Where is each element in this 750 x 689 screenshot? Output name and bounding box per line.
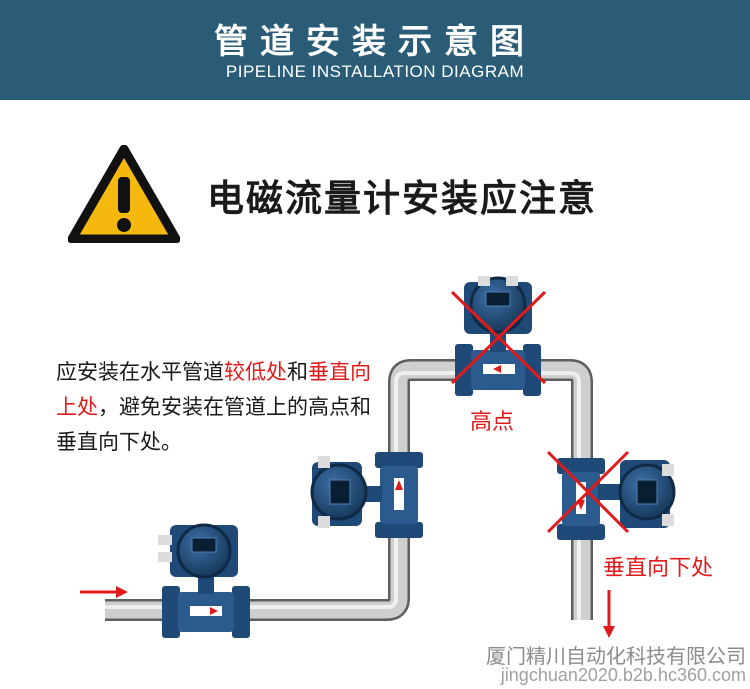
flow-out-arrow [603,590,615,638]
flowmeter-vertical-up [310,452,423,538]
warning-triangle-icon [67,144,181,244]
pipe-outline [105,359,593,621]
note-text-1: 应安装在水平管道 [56,360,224,384]
flowmeter-horizontal-low [158,523,250,638]
watermark-url: jingchuan2020.b2b.hc360.com [500,665,746,685]
label-vertical-down: 垂直向下处 [603,556,714,581]
page-title: 管道安装示意图 [214,22,536,62]
header-bar: 管道安装示意图 PIPELINE INSTALLATION DIAGRAM [0,0,750,100]
label-high-point: 高点 [470,410,515,435]
page-subtitle: PIPELINE INSTALLATION DIAGRAM [225,62,525,81]
note-text-3: ，避免安装在管道上的高点和垂直向下处。 [56,395,371,454]
high-point-cross-icon [450,290,547,385]
note-highlight-low: 较低处 [224,360,287,384]
flow-in-arrow [80,586,128,598]
note-text-2: 和 [287,360,308,384]
warning-title: 电磁流量计安装应注意 [207,177,597,220]
flowmeter-vertical-down [557,458,676,540]
installation-note: 应安装在水平管道较低处和垂直向上处，避免安装在管道上的高点和垂直向下处。 [56,355,386,460]
vertical-down-cross-icon [546,450,630,534]
company-name: 厦门精川自动化科技有限公司 [486,644,746,668]
note-highlight-up: 垂直向上处 [56,360,371,419]
